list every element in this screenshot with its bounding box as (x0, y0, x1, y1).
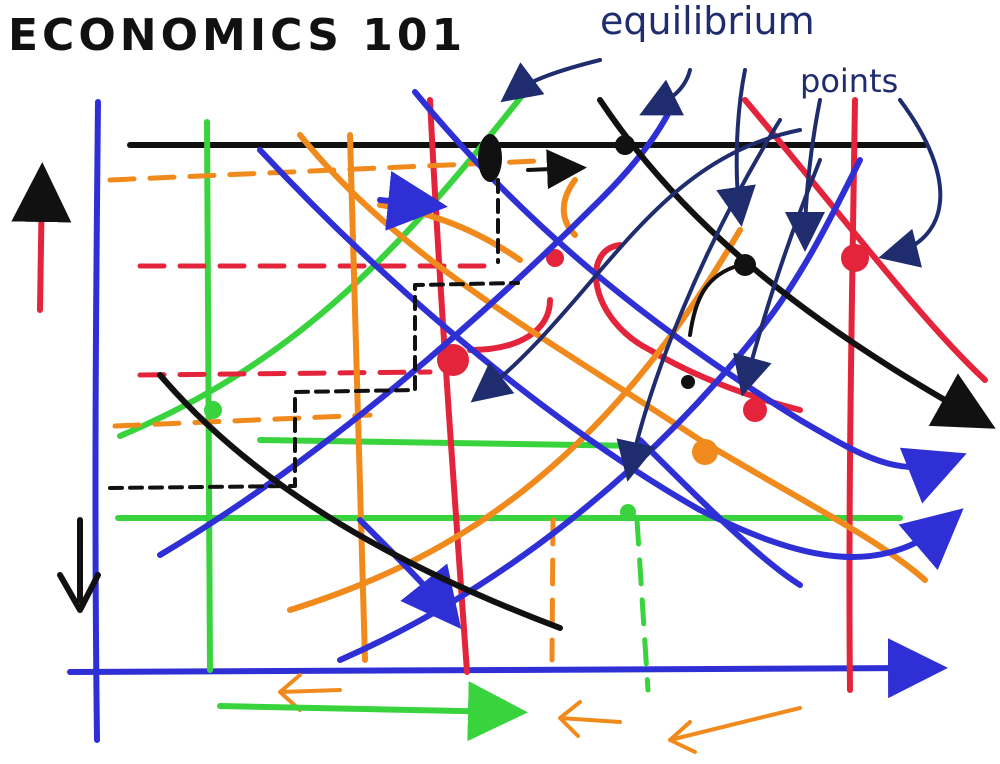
up-arrow-icon (11, 162, 72, 313)
black-equilibrium-dot-2 (615, 135, 635, 155)
black-dashed-steps (108, 281, 520, 490)
orange-supply-curve (287, 227, 743, 613)
equilibrium-label: equilibrium (600, 0, 815, 43)
points-label: points (800, 62, 898, 100)
green-equilibrium-dot (204, 401, 222, 419)
red-curve (742, 97, 988, 383)
y-axis (92, 99, 101, 743)
red-loop-2 (593, 242, 803, 413)
down-arrow-icon (57, 517, 101, 613)
red-dashed-line-2 (137, 369, 433, 378)
black-equilibrium-dot-3 (734, 254, 756, 276)
blue-arrow-down (357, 517, 462, 630)
red-equilibrium-dot-3 (841, 244, 869, 272)
blue-arrow-right (377, 170, 448, 231)
page-title: ECONOMICS 101 (8, 10, 466, 61)
orange-dashed-line-2 (112, 412, 373, 429)
black-equilibrium-dot (478, 134, 502, 182)
left-arrow-icon-2 (558, 700, 622, 738)
red-equilibrium-dot (437, 344, 469, 376)
green-equilibrium-dot-2 (620, 504, 636, 520)
red-equilibrium-dot-2 (546, 249, 564, 267)
black-demand-curve (157, 372, 563, 631)
right-arrow-icon-2 (217, 681, 528, 742)
callout-arrow-2 (639, 68, 692, 116)
blue-curve-3 (637, 437, 803, 588)
right-arrow-icon (526, 149, 587, 190)
blue-demand-curve (257, 147, 964, 571)
callout-arrow-4 (785, 98, 826, 252)
black-pointer (688, 263, 742, 337)
red-loop (467, 297, 553, 353)
callout-arrow-3 (716, 68, 756, 227)
red-vertical-line-2 (846, 97, 858, 693)
orange-dashed-drop (549, 517, 556, 663)
callout-arrow-6 (470, 128, 802, 403)
callout-arrow-7 (616, 118, 782, 482)
callout-arrow-5 (878, 98, 943, 268)
left-arrow-icon-3 (668, 706, 802, 754)
callout-arrow-1 (500, 58, 602, 103)
green-vertical-line (204, 119, 213, 673)
red-equilibrium-dot-4 (743, 398, 767, 422)
green-dashed-drop (634, 517, 651, 693)
callout-arrow-8 (733, 158, 822, 397)
black-equilibrium-dot-4 (681, 375, 695, 389)
x-axis (67, 638, 948, 699)
orange-vertical-line (347, 132, 368, 663)
orange-equilibrium-dot (692, 439, 718, 465)
